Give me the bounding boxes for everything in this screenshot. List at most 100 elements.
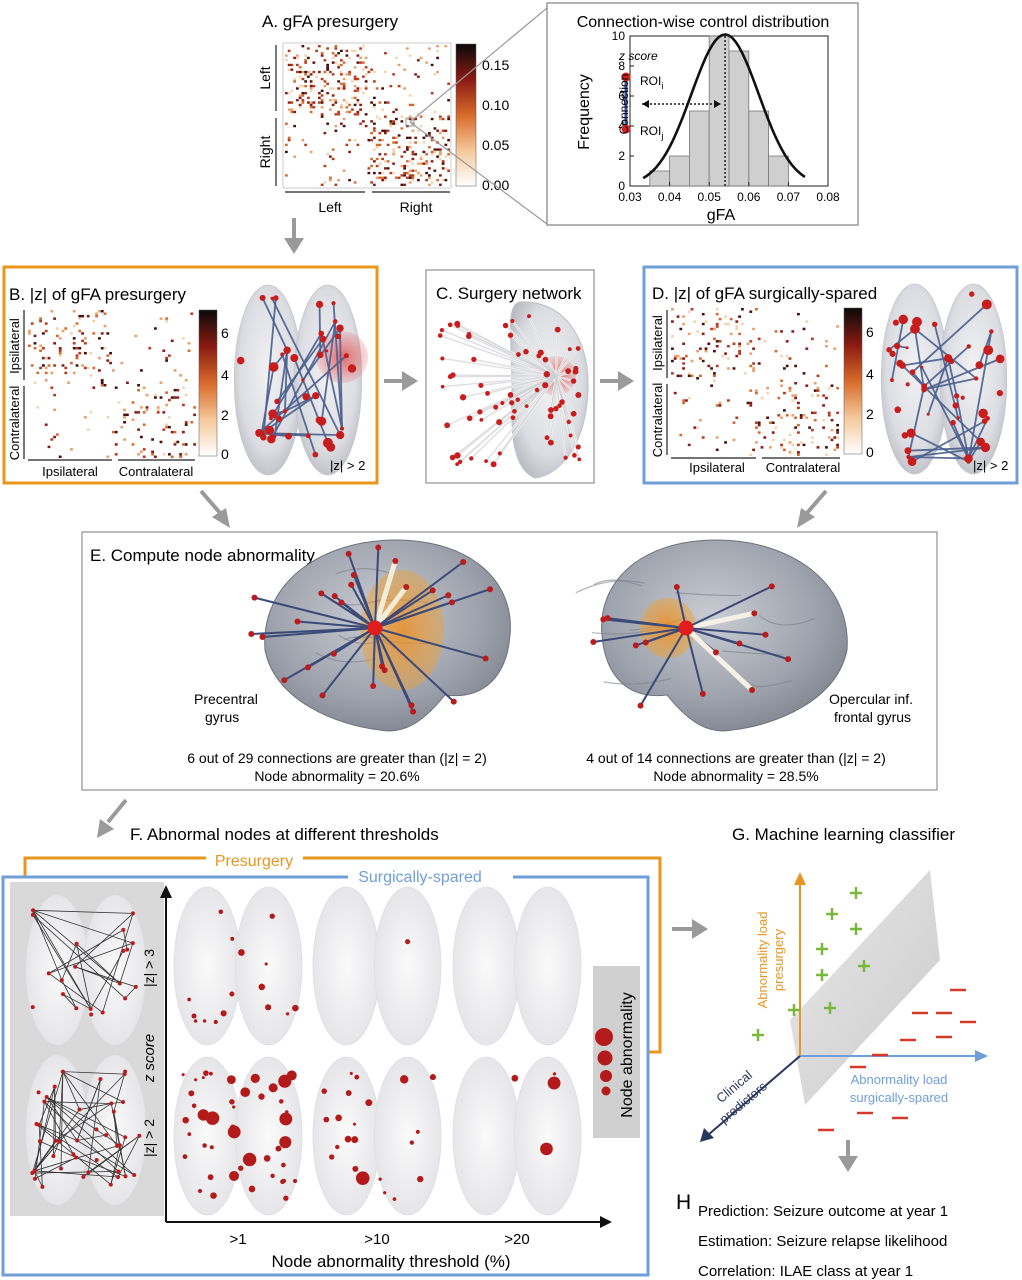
matrix-cell xyxy=(400,183,404,186)
matrix-cell xyxy=(42,347,45,350)
matrix-cell xyxy=(28,329,31,333)
example-node xyxy=(74,941,79,946)
matrix-cell xyxy=(44,371,48,375)
matrix-cell xyxy=(320,52,324,55)
g-y-label-2: presurgery xyxy=(771,928,786,991)
surgery-node xyxy=(575,346,581,351)
example-edge xyxy=(113,1111,118,1147)
matrix-cell xyxy=(755,391,758,395)
matrix-cell xyxy=(298,103,302,107)
matrix-cell xyxy=(406,136,409,139)
matrix-cell xyxy=(392,120,395,123)
matrix-cell xyxy=(816,446,820,449)
network-edge xyxy=(888,328,916,351)
matrix-cell xyxy=(735,416,739,419)
matrix-cell xyxy=(673,357,677,360)
matrix-cell xyxy=(378,162,382,165)
surgery-edge-outline xyxy=(540,352,557,377)
matrix-cell xyxy=(757,362,761,365)
presurgery-frame-right xyxy=(303,856,662,1054)
matrix-cell xyxy=(384,153,387,156)
matrix-cell xyxy=(151,453,154,456)
arrow-a-to-b xyxy=(284,218,304,254)
connected-node xyxy=(348,581,355,588)
panel-d-title: D. |z| of gFA surgically-spared xyxy=(652,284,877,303)
abnormal-node xyxy=(193,1019,198,1023)
matrix-cell xyxy=(287,139,291,142)
hemisphere-left xyxy=(25,1054,89,1206)
surgery-edge-outline xyxy=(469,375,557,419)
matrix-cell xyxy=(433,110,437,114)
f-row-bottom: |z| > 2 xyxy=(141,1119,157,1157)
example-edge xyxy=(39,1140,77,1158)
matrix-cell xyxy=(408,94,412,97)
example-node xyxy=(77,1107,82,1112)
matrix-cell xyxy=(184,443,188,446)
network-edge xyxy=(339,328,343,429)
matrix-cell xyxy=(193,443,196,446)
abnormal-node xyxy=(335,1114,343,1122)
matrix-cell xyxy=(154,393,157,397)
matrix-cell xyxy=(179,455,182,458)
hemisphere-right xyxy=(235,1056,303,1216)
network-edge xyxy=(891,319,905,381)
matrix-cell xyxy=(345,101,349,104)
matrix-cell xyxy=(713,379,716,382)
matrix-cell xyxy=(701,436,705,439)
network-edge xyxy=(923,358,1001,391)
matrix-cell xyxy=(170,455,174,458)
network-edge xyxy=(923,345,970,387)
network-node xyxy=(316,351,324,359)
matrix-cell xyxy=(724,315,727,318)
matrix-cell xyxy=(348,70,351,74)
surgery-node xyxy=(437,333,443,338)
matrix-cell xyxy=(671,359,674,363)
matrix-cell xyxy=(362,68,365,71)
panel-b-title: B. |z| of gFA presurgery xyxy=(9,285,187,304)
example-edge xyxy=(46,1096,121,1146)
matrix-cell xyxy=(47,445,51,449)
matrix-cell xyxy=(718,401,722,405)
connected-node xyxy=(338,599,345,606)
abnormal-node xyxy=(275,1145,282,1152)
example-edge xyxy=(32,910,92,1010)
matrix-cell xyxy=(290,108,294,111)
panel-h-letter: H xyxy=(676,1191,691,1214)
matrix-cell xyxy=(381,178,384,182)
matrix-cell xyxy=(397,176,401,179)
matrix-cell xyxy=(436,56,439,60)
matrix-cell xyxy=(304,80,307,83)
brain-surface xyxy=(601,539,848,732)
example-node xyxy=(121,927,126,932)
matrix-cell xyxy=(430,139,434,142)
example-node xyxy=(40,1184,45,1189)
matrix-cell xyxy=(408,136,412,139)
matrix-cell xyxy=(168,453,171,456)
matrix-cell xyxy=(298,94,302,97)
matrix-cell xyxy=(75,354,79,357)
surgery-edge-outline xyxy=(555,329,558,377)
example-node xyxy=(130,941,135,946)
abnormal-node xyxy=(540,1142,553,1156)
example-node xyxy=(57,1139,62,1144)
matrix-cell xyxy=(326,63,329,67)
network-node xyxy=(905,346,909,350)
matrix-cell xyxy=(353,77,357,81)
example-node xyxy=(121,1099,126,1104)
matrix-cell xyxy=(406,171,409,175)
network-node xyxy=(983,345,994,356)
matrix-cell xyxy=(320,77,324,81)
matrix-cell xyxy=(699,357,702,360)
matrix-cell xyxy=(797,423,800,427)
matrix-cell xyxy=(406,160,409,163)
matrix-cell xyxy=(757,431,761,434)
example-edge xyxy=(33,909,133,914)
matrix-cell xyxy=(384,131,387,135)
matrix-cell xyxy=(433,150,437,154)
matrix-cell xyxy=(417,75,420,78)
matrix-cell xyxy=(825,345,828,348)
matrix-cell xyxy=(356,110,360,114)
matrix-cell xyxy=(406,47,409,50)
matrix-cell xyxy=(713,349,716,353)
connected-node xyxy=(375,544,382,551)
